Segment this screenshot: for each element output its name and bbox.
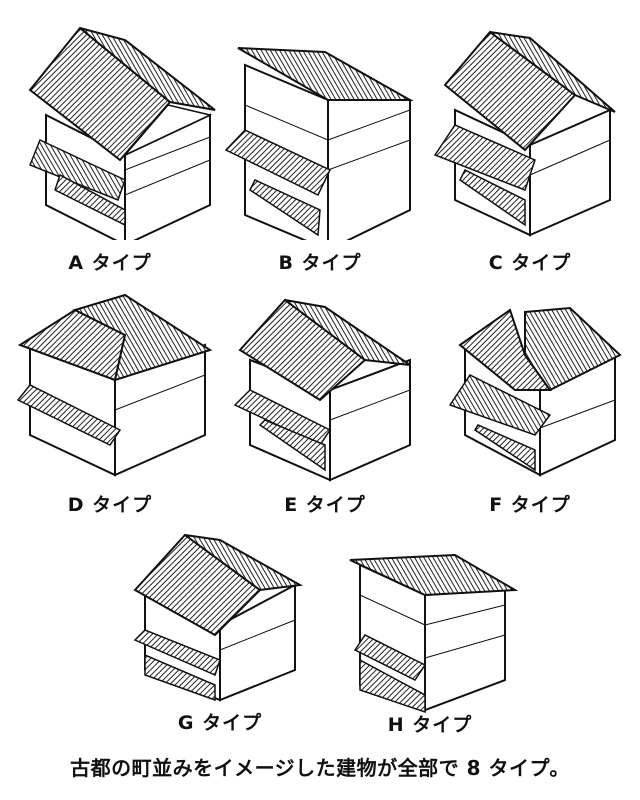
house-f-illustration: [448, 306, 622, 477]
house-g-illustration: [133, 533, 304, 702]
house-b-illustration: [224, 47, 414, 240]
house-h-illustration: [349, 553, 519, 714]
house-type-d: D タイプ: [10, 285, 213, 525]
type-a-label: A タイプ: [68, 252, 152, 274]
house-type-f: F タイプ: [430, 300, 630, 540]
type-c-label: C タイプ: [488, 252, 572, 274]
house-type-b: B タイプ: [220, 20, 420, 274]
type-b-label: B タイプ: [278, 252, 362, 274]
type-e-label: E タイプ: [284, 494, 366, 516]
type-f-label: F タイプ: [489, 494, 571, 516]
house-type-h: H タイプ: [330, 540, 530, 780]
house-a-illustration: [28, 26, 216, 240]
house-c-illustration: [433, 30, 616, 237]
house-e-illustration: [233, 298, 411, 482]
house-type-c: C タイプ: [430, 20, 630, 274]
house-d-illustration: [16, 293, 213, 477]
house-type-a: A タイプ: [10, 20, 216, 274]
caption: 古都の町並みをイメージした建物が全部で 8 タイプ。: [70, 756, 570, 780]
type-h-label: H タイプ: [387, 714, 473, 736]
type-d-label: D タイプ: [67, 494, 153, 516]
house-type-e: E タイプ: [225, 295, 425, 535]
type-g-label: G タイプ: [177, 712, 263, 734]
house-type-g: G タイプ: [120, 530, 320, 770]
